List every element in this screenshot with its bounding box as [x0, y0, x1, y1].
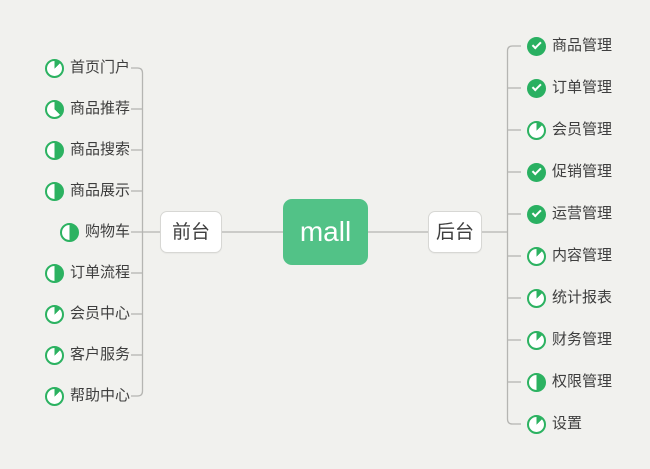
topic-statistics-report[interactable]: 统计报表: [527, 288, 612, 308]
done-check-icon: [527, 204, 546, 224]
progress-icon: [44, 386, 64, 406]
topic-member-center[interactable]: 会员中心: [44, 304, 130, 324]
root-node-mall[interactable]: mall: [283, 199, 368, 265]
progress-icon: [527, 372, 546, 392]
topic-label: 首页门户: [69, 59, 130, 76]
topic-product-search[interactable]: 商品搜索: [44, 140, 130, 160]
topic-label: 会员中心: [69, 305, 130, 322]
topic-permission-mgmt[interactable]: 权限管理: [527, 372, 612, 392]
topic-settings[interactable]: 设置: [527, 414, 582, 434]
progress-icon: [44, 345, 64, 365]
topic-help-center[interactable]: 帮助中心: [44, 386, 130, 406]
topic-label: 购物车: [84, 223, 130, 240]
topic-label: 客户服务: [69, 346, 130, 363]
progress-icon: [527, 330, 546, 350]
topic-customer-service[interactable]: 客户服务: [44, 345, 130, 365]
progress-icon: [44, 304, 64, 324]
topic-label: 统计报表: [552, 289, 613, 306]
topic-member-mgmt[interactable]: 会员管理: [527, 120, 612, 140]
topic-operation-mgmt[interactable]: 运营管理: [527, 204, 612, 224]
topic-product-recommend[interactable]: 商品推荐: [44, 99, 130, 119]
progress-icon: [44, 181, 64, 201]
progress-icon: [44, 99, 64, 119]
topic-content-mgmt[interactable]: 内容管理: [527, 246, 612, 266]
topic-label: 商品搜索: [69, 141, 130, 158]
done-check-icon: [527, 36, 546, 56]
progress-icon: [44, 58, 64, 78]
topic-home-portal[interactable]: 首页门户: [44, 58, 130, 78]
topic-label: 运营管理: [552, 205, 613, 222]
topic-label: 订单流程: [69, 264, 130, 281]
topic-label: 设置: [552, 415, 583, 432]
progress-icon: [59, 222, 79, 242]
branch-node-frontend[interactable]: 前台: [160, 211, 222, 253]
topic-label: 促销管理: [552, 163, 613, 180]
topic-label: 商品推荐: [69, 100, 130, 117]
topic-label: 内容管理: [552, 247, 613, 264]
progress-icon: [527, 288, 546, 308]
branch-node-backend[interactable]: 后台: [428, 211, 482, 253]
topic-order-mgmt[interactable]: 订单管理: [527, 78, 612, 98]
topic-label: 订单管理: [552, 79, 613, 96]
done-check-icon: [527, 162, 546, 182]
done-check-icon: [527, 78, 546, 98]
topic-promotion-mgmt[interactable]: 促销管理: [527, 162, 612, 182]
progress-icon: [527, 120, 546, 140]
topic-product-display[interactable]: 商品展示: [44, 181, 130, 201]
topic-label: 会员管理: [552, 121, 613, 138]
topic-label: 帮助中心: [69, 387, 130, 404]
topic-label: 财务管理: [552, 331, 613, 348]
topic-label: 商品展示: [69, 182, 130, 199]
topic-label: 商品管理: [552, 37, 613, 54]
topic-product-mgmt[interactable]: 商品管理: [527, 36, 612, 56]
progress-icon: [527, 414, 546, 434]
progress-icon: [44, 263, 64, 283]
progress-icon: [527, 246, 546, 266]
topic-label: 权限管理: [552, 373, 613, 390]
topic-shopping-cart[interactable]: 购物车: [59, 222, 130, 242]
progress-icon: [44, 140, 64, 160]
topic-order-flow[interactable]: 订单流程: [44, 263, 130, 283]
topic-finance-mgmt[interactable]: 财务管理: [527, 330, 612, 350]
